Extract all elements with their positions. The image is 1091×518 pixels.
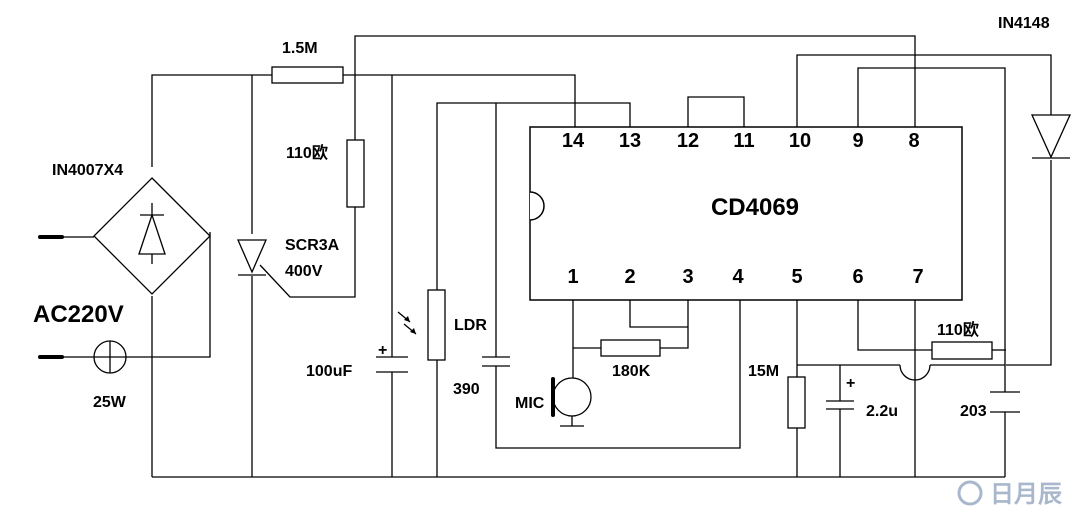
pin-12: 12 (677, 130, 699, 152)
label-source: AC220V (33, 301, 124, 328)
label-r-110-right: 110欧 (937, 320, 979, 339)
pin-7: 7 (912, 266, 923, 288)
pin-8: 8 (908, 130, 919, 152)
bridge-rectifier (93, 177, 211, 295)
ldr (397, 289, 446, 361)
wires (60, 35, 1052, 478)
pin-6: 6 (852, 266, 863, 288)
pin-13: 13 (619, 130, 641, 152)
label-diode: IN4148 (998, 15, 1050, 32)
pin-3: 3 (682, 266, 693, 288)
pin-2: 2 (624, 266, 635, 288)
chip-notch (529, 191, 545, 221)
scr-3a (237, 239, 267, 276)
label-ldr: LDR (454, 317, 487, 334)
plus-sign-a: + (378, 342, 387, 359)
pin-14: 14 (562, 130, 585, 152)
label-r-15m: 15M (748, 363, 779, 380)
pin-9: 9 (852, 130, 863, 152)
label-cap-203: 203 (960, 403, 987, 420)
resistor-110-left (346, 139, 365, 208)
label-lamp: 25W (93, 394, 127, 411)
pin-5: 5 (791, 266, 802, 288)
label-cap-100: 100uF (306, 363, 352, 380)
cd4069-chip (529, 126, 963, 301)
pin-4: 4 (732, 266, 744, 288)
diode-in4148 (1030, 112, 1072, 159)
pin-10: 10 (789, 130, 811, 152)
label-bridge: IN4007X4 (52, 162, 123, 179)
pin-11: 11 (733, 130, 754, 152)
capacitor-2-2u (826, 400, 854, 410)
capacitor-390 (482, 356, 510, 367)
label-mic: MIC (515, 395, 545, 412)
label-r-180: 180K (612, 363, 651, 380)
pin-1: 1 (567, 266, 578, 288)
resistor-180k (600, 339, 661, 357)
label-cap-390: 390 (453, 381, 480, 398)
plus-sign-b: + (846, 375, 855, 392)
chip-name: CD4069 (711, 194, 799, 221)
resistor-110-right (931, 341, 993, 360)
resistor-15m (787, 376, 806, 429)
watermark-logo: 日月辰 (957, 480, 1062, 508)
label-scr-model: SCR3A (285, 237, 340, 254)
capacitor-100uf (376, 345, 408, 385)
capacitor-203 (990, 391, 1020, 413)
lamp-25w (93, 340, 127, 374)
label-cap-22: 2.2u (866, 403, 898, 420)
label-scr-voltage: 400V (285, 263, 323, 280)
watermark-text: 日月辰 (990, 480, 1062, 508)
label-r-top: 1.5M (282, 40, 318, 57)
label-r-110-left: 110欧 (286, 143, 328, 162)
resistor-1-5m (271, 66, 344, 84)
microphone (551, 377, 592, 417)
